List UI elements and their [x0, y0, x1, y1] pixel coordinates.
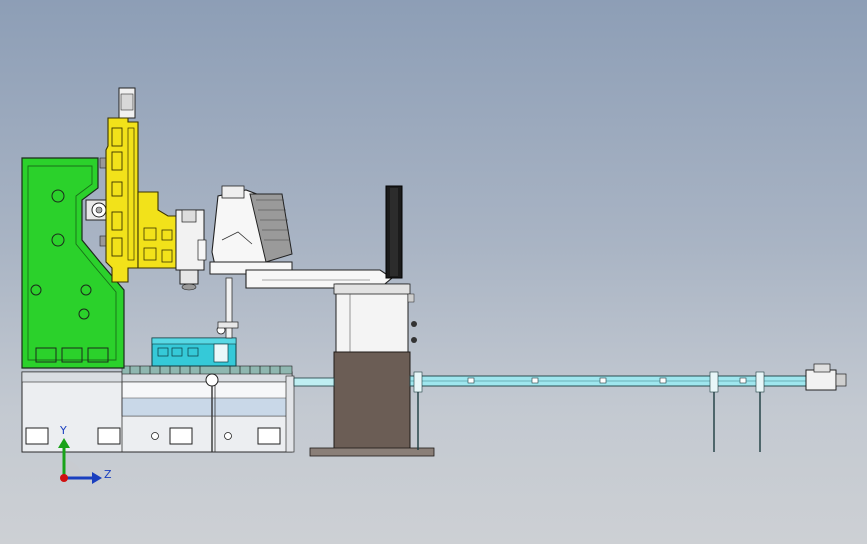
robot-pedestal: [309, 351, 435, 457]
machine-base: [21, 365, 295, 453]
y-axis-label: Y: [60, 424, 67, 437]
yellow-bracket: [105, 87, 207, 291]
z-axis-arrow-icon: [92, 472, 102, 484]
cyan-fixture: [151, 325, 237, 367]
y-axis-arrow-icon: [58, 438, 70, 448]
scara-robot: [209, 185, 417, 355]
coordinate-triad: [58, 438, 102, 484]
rail-conveyor: [293, 363, 847, 452]
origin-icon: [60, 474, 68, 482]
z-axis-label: Z: [104, 468, 112, 481]
